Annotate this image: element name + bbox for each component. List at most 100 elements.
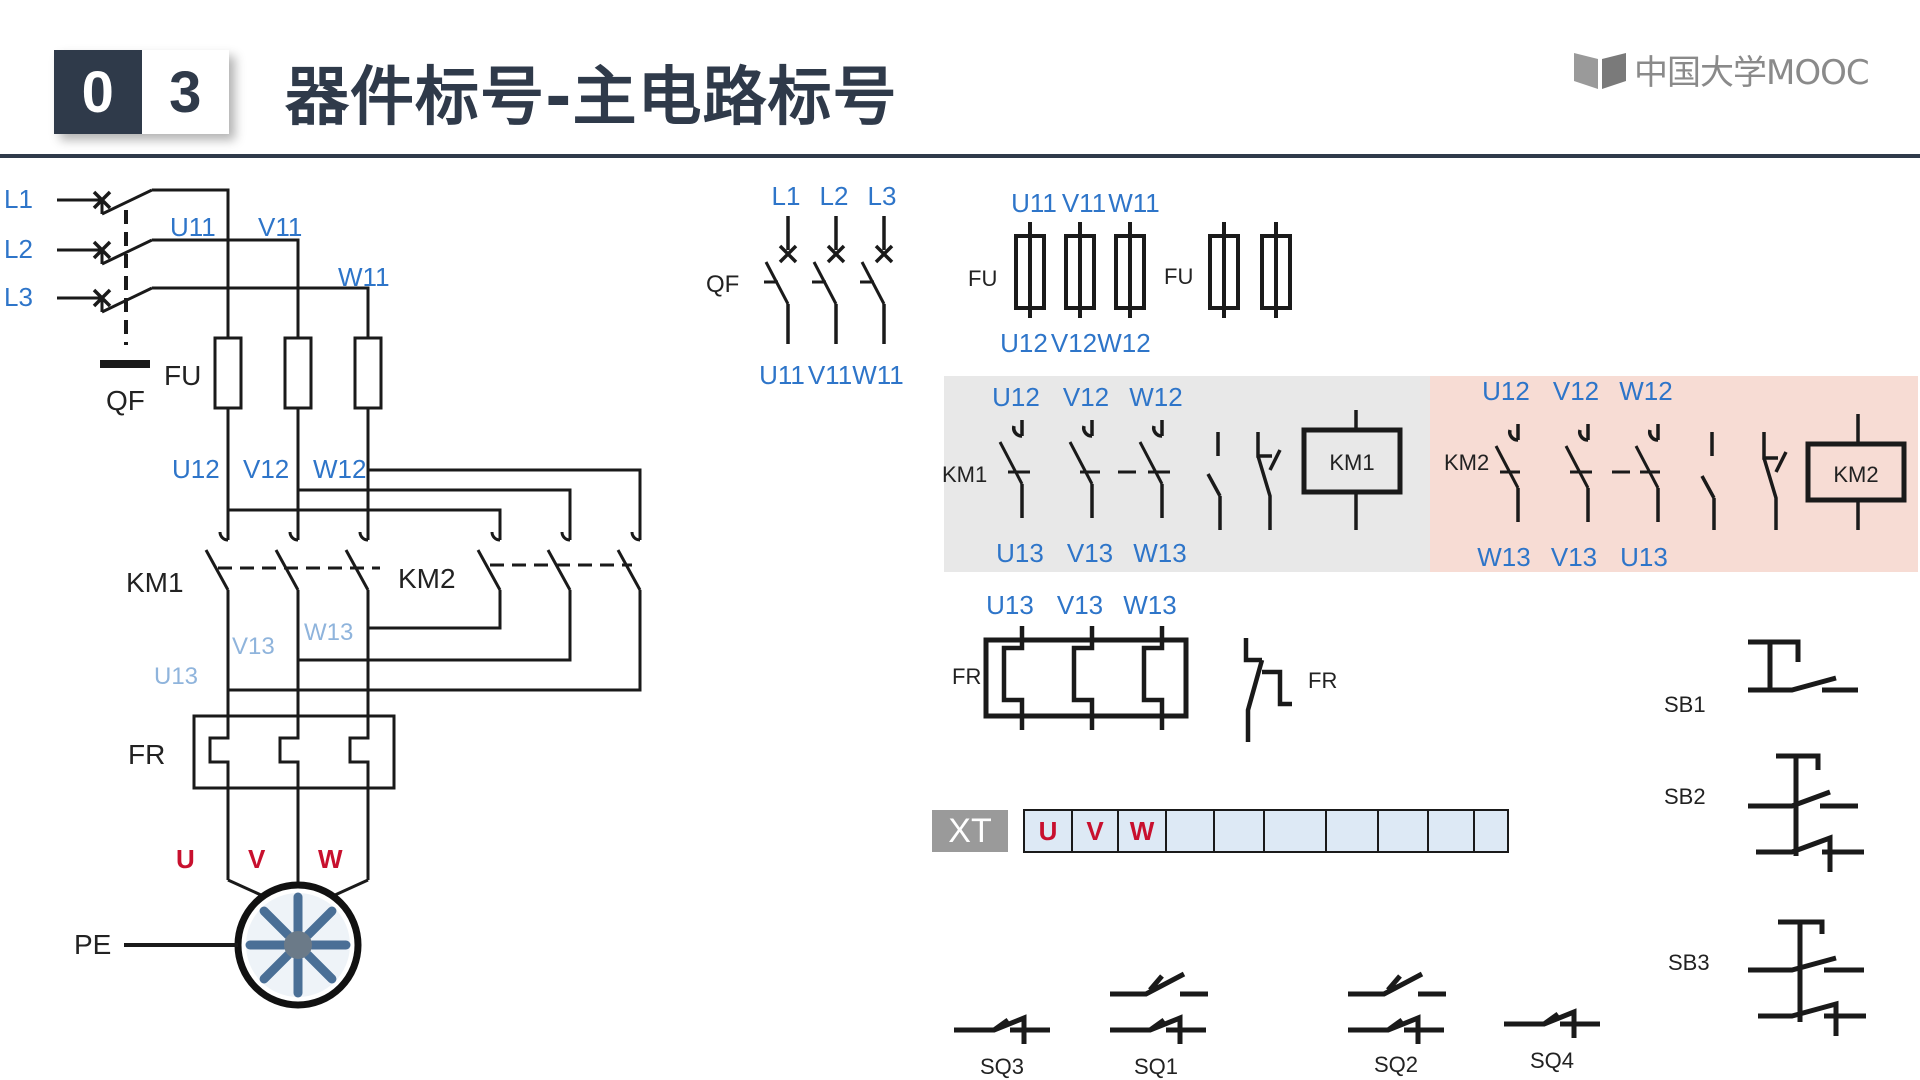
qf-cross-mark	[778, 244, 798, 264]
qf-input-l1: L1	[772, 181, 801, 211]
qf-cross-mark	[826, 244, 846, 264]
overload-relay-body	[192, 714, 396, 790]
km1-label: KM1	[942, 462, 987, 487]
fr-top-u13: U13	[986, 590, 1034, 620]
phase-label-l3: L3	[4, 282, 33, 312]
sb3-actuator	[1778, 919, 1825, 1022]
xt-terminal-cell	[1023, 809, 1073, 853]
qf-output-w11: W11	[852, 360, 904, 390]
section-badge: 0 3	[54, 50, 229, 134]
km2-coil	[1805, 441, 1907, 503]
phase-label-l2: L2	[4, 234, 33, 264]
km1-contact-3-arc	[358, 531, 369, 542]
km2-aux-nc	[1762, 432, 1788, 530]
km2-main-blade	[1564, 445, 1590, 489]
km2-coil-label: KM2	[1833, 462, 1878, 487]
xt-cell-w: W	[1130, 816, 1155, 846]
km2-contact-3-blade	[616, 549, 642, 591]
fu-top-v11: V11	[1062, 188, 1106, 218]
fr-element	[1071, 626, 1095, 730]
label-v12: V12	[243, 454, 289, 484]
sq3-nc-contact	[954, 1014, 1050, 1044]
km2-main-blade	[1634, 445, 1660, 489]
km2-contact-3-arc	[630, 531, 641, 542]
motor-fan-blade	[259, 950, 293, 984]
km1-contact-2-blade	[274, 549, 300, 591]
label-w12: W12	[313, 454, 366, 484]
motor-fan-blade	[259, 906, 293, 940]
overload-element-2	[278, 716, 300, 788]
fuse-2	[283, 336, 313, 410]
wire-w11	[152, 286, 370, 338]
km1-main-blade	[1138, 441, 1164, 485]
fu-ctrl-body	[1208, 234, 1240, 310]
xt-cell-v: V	[1086, 816, 1104, 846]
fr-top-v13: V13	[1057, 590, 1103, 620]
motor-fan-blade	[303, 950, 337, 984]
sb1-actuator	[1748, 639, 1801, 690]
xt-terminal-cell	[1117, 809, 1167, 853]
label-v13: V13	[232, 633, 275, 660]
km2-top-w12: W12	[1619, 376, 1672, 406]
sb2-nc-contact	[1756, 834, 1864, 872]
xt-terminal-cell	[1213, 809, 1265, 853]
sb1-contact	[1748, 675, 1858, 693]
km2-bottom-v13: V13	[1551, 542, 1597, 572]
wire-km2-return-w	[368, 620, 502, 630]
km1-top-u12: U12	[992, 382, 1040, 412]
km2-main-arc	[1508, 429, 1519, 442]
xt-terminal-cell	[1377, 809, 1429, 853]
breaker-blade	[101, 188, 153, 216]
km1-contact-1-arc	[218, 531, 229, 542]
label-u13: U13	[154, 663, 198, 690]
wire-km2-return-v	[298, 620, 572, 662]
motor-hub	[284, 931, 312, 959]
km1-main-blade	[998, 441, 1024, 485]
page-title: 器件标号-主电路标号	[285, 61, 898, 135]
km2-main-arc	[1648, 429, 1659, 442]
fr-element	[1001, 626, 1025, 730]
km2-contact-1-blade	[476, 549, 502, 591]
km2-aux-no	[1700, 432, 1716, 530]
fu-fuse-body	[1114, 234, 1146, 310]
header-rule	[0, 154, 1920, 158]
fuse-label-fu: FU	[164, 360, 201, 391]
xt-terminal-cell	[1071, 809, 1119, 853]
fu-top-w11: W11	[1108, 188, 1160, 218]
ground-label-pe: PE	[74, 929, 111, 960]
fu-label-main: FU	[968, 266, 997, 291]
wire-v11	[152, 238, 300, 338]
km2-top-u12: U12	[1482, 376, 1530, 406]
km1-bottom-u13: U13	[996, 538, 1044, 568]
fu-bottom-v12: V12	[1051, 328, 1097, 358]
km1-aux-nc	[1256, 432, 1282, 530]
button-label-sb2: SB2	[1664, 784, 1706, 809]
motor-fan-blade	[303, 906, 337, 940]
fr-element	[1141, 626, 1165, 730]
sq1-no-contact	[1110, 971, 1208, 997]
fu-label-ctrl: FU	[1164, 264, 1193, 289]
km1-contact-2-arc	[288, 531, 299, 542]
qf-cross-mark	[874, 244, 894, 264]
km1-main-blade	[1068, 441, 1094, 485]
fr-top-w13: W13	[1123, 590, 1176, 620]
label-u11: U11	[170, 212, 216, 242]
xt-terminal-cell	[1427, 809, 1475, 853]
wire-km2-feed-1	[368, 468, 642, 530]
fu-top-u11: U11	[1011, 188, 1057, 218]
switch-label-sq3: SQ3	[980, 1054, 1024, 1079]
switch-label-sq1: SQ1	[1134, 1054, 1178, 1079]
breaker-label-qf: QF	[106, 385, 145, 416]
xt-terminal-cell	[1263, 809, 1327, 853]
sq2-nc-contact	[1348, 1014, 1444, 1044]
xt-label: XT	[948, 812, 991, 850]
km2-contact-1-arc	[490, 531, 501, 542]
sb3-no-contact	[1748, 955, 1864, 973]
km1-coil	[1301, 427, 1403, 495]
phase-label-l1: L1	[4, 184, 33, 214]
fu-fuse-body	[1014, 234, 1046, 310]
wire-km2-return-u	[228, 620, 642, 692]
qf-output-u11: U11	[759, 360, 805, 390]
fu-fuse-body	[1064, 234, 1096, 310]
motor-terminal-u: U	[176, 844, 195, 874]
